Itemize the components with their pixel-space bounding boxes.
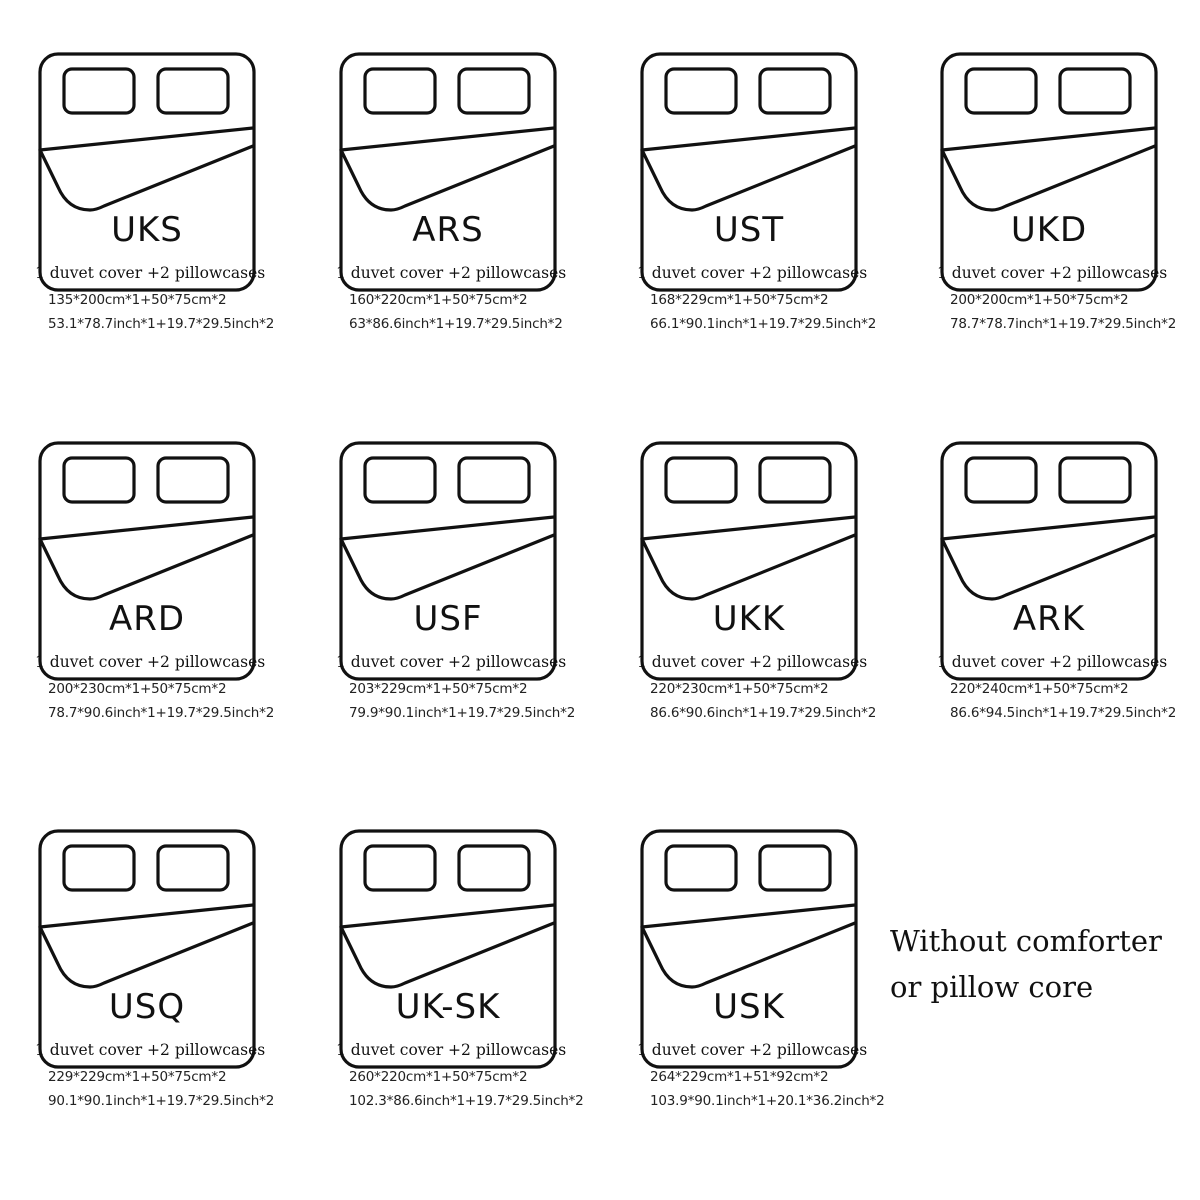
size-option-card: UST 1 duvet cover +2 pillowcases 168*229cm… bbox=[602, 0, 902, 390]
size-code-label: ARK bbox=[1012, 599, 1086, 639]
size-option-card: USQ 1 duvet cover +2 pillowcases 229*229cm… bbox=[0, 777, 300, 1167]
bed-icon: ARD bbox=[38, 441, 256, 683]
set-contents-text: 1 duvet cover +2 pillowcases bbox=[35, 264, 266, 282]
dimensions-cm-text: 220*240cm*1+50*75cm*2 bbox=[950, 681, 1129, 697]
dimensions-cm-text: 200*230cm*1+50*75cm*2 bbox=[48, 681, 227, 697]
dimensions-inch-text: 78.7*90.6inch*1+19.7*29.5inch*2 bbox=[48, 705, 275, 721]
size-code-label: ARD bbox=[108, 599, 186, 639]
dimensions-inch-text: 90.1*90.1inch*1+19.7*29.5inch*2 bbox=[48, 1093, 275, 1109]
set-contents-text: 1 duvet cover +2 pillowcases bbox=[35, 653, 266, 671]
bed-icon: UKS bbox=[38, 52, 256, 294]
dimensions-inch-text: 103.9*90.1inch*1+20.1*36.2inch*2 bbox=[650, 1093, 885, 1109]
size-option-card: UKD 1 duvet cover +2 pillowcases 200*200cm… bbox=[902, 0, 1200, 390]
dimensions-inch-text: 78.7*78.7inch*1+19.7*29.5inch*2 bbox=[950, 316, 1177, 332]
dimensions-cm-text: 264*229cm*1+51*92cm*2 bbox=[650, 1069, 829, 1085]
dimensions-cm-text: 229*229cm*1+50*75cm*2 bbox=[48, 1069, 227, 1085]
set-contents-text: 1 duvet cover +2 pillowcases bbox=[937, 264, 1168, 282]
size-option-card: ARD 1 duvet cover +2 pillowcases 200*230cm… bbox=[0, 389, 300, 779]
size-code-label: UKK bbox=[712, 599, 786, 639]
size-option-card: USF 1 duvet cover +2 pillowcases 203*229cm… bbox=[301, 389, 601, 779]
set-contents-text: 1 duvet cover +2 pillowcases bbox=[336, 264, 567, 282]
bed-icon: ARS bbox=[339, 52, 557, 294]
set-contents-text: 1 duvet cover +2 pillowcases bbox=[35, 1041, 266, 1059]
without-comforter-note: Without comforter or pillow core bbox=[890, 918, 1190, 1010]
set-contents-text: 1 duvet cover +2 pillowcases bbox=[336, 653, 567, 671]
size-code-label: UKD bbox=[1010, 210, 1088, 250]
set-contents-text: 1 duvet cover +2 pillowcases bbox=[637, 264, 868, 282]
dimensions-cm-text: 160*220cm*1+50*75cm*2 bbox=[349, 292, 528, 308]
size-option-card: UK-SK 1 duvet cover +2 pillowcases 260*220… bbox=[301, 777, 601, 1167]
size-option-card: ARK 1 duvet cover +2 pillowcases 220*240cm… bbox=[902, 389, 1200, 779]
note-line-1: Without comforter bbox=[890, 924, 1162, 958]
bed-icon: UKD bbox=[940, 52, 1158, 294]
dimensions-cm-text: 260*220cm*1+50*75cm*2 bbox=[349, 1069, 528, 1085]
size-code-label: USQ bbox=[108, 987, 186, 1027]
dimensions-cm-text: 203*229cm*1+50*75cm*2 bbox=[349, 681, 528, 697]
size-code-label: UST bbox=[713, 210, 785, 250]
size-option-card: ARS 1 duvet cover +2 pillowcases 160*220cm… bbox=[301, 0, 601, 390]
size-code-label: USF bbox=[413, 599, 483, 639]
dimensions-inch-text: 86.6*90.6inch*1+19.7*29.5inch*2 bbox=[650, 705, 877, 721]
size-code-label: UK-SK bbox=[395, 987, 501, 1027]
bed-icon: USQ bbox=[38, 829, 256, 1071]
set-contents-text: 1 duvet cover +2 pillowcases bbox=[637, 1041, 868, 1059]
bed-icon: UST bbox=[640, 52, 858, 294]
bed-icon: ARK bbox=[940, 441, 1158, 683]
size-code-label: USK bbox=[713, 987, 785, 1027]
dimensions-inch-text: 53.1*78.7inch*1+19.7*29.5inch*2 bbox=[48, 316, 275, 332]
size-option-card: USK 1 duvet cover +2 pillowcases 264*229cm… bbox=[602, 777, 902, 1167]
set-contents-text: 1 duvet cover +2 pillowcases bbox=[637, 653, 868, 671]
bed-icon: UK-SK bbox=[339, 829, 557, 1071]
dimensions-inch-text: 79.9*90.1inch*1+19.7*29.5inch*2 bbox=[349, 705, 576, 721]
bed-icon: USF bbox=[339, 441, 557, 683]
dimensions-inch-text: 86.6*94.5inch*1+19.7*29.5inch*2 bbox=[950, 705, 1177, 721]
dimensions-cm-text: 168*229cm*1+50*75cm*2 bbox=[650, 292, 829, 308]
bed-icon: UKK bbox=[640, 441, 858, 683]
note-line-2: or pillow core bbox=[890, 970, 1094, 1004]
dimensions-cm-text: 220*230cm*1+50*75cm*2 bbox=[650, 681, 829, 697]
dimensions-cm-text: 135*200cm*1+50*75cm*2 bbox=[48, 292, 227, 308]
dimensions-cm-text: 200*200cm*1+50*75cm*2 bbox=[950, 292, 1129, 308]
size-option-card: UKS 1 duvet cover +2 pillowcases 135*200cm… bbox=[0, 0, 300, 390]
dimensions-inch-text: 102.3*86.6inch*1+19.7*29.5inch*2 bbox=[349, 1093, 584, 1109]
size-code-label: ARS bbox=[412, 210, 484, 250]
set-contents-text: 1 duvet cover +2 pillowcases bbox=[937, 653, 1168, 671]
dimensions-inch-text: 66.1*90.1inch*1+19.7*29.5inch*2 bbox=[650, 316, 877, 332]
size-code-label: UKS bbox=[111, 210, 183, 250]
bed-icon: USK bbox=[640, 829, 858, 1071]
set-contents-text: 1 duvet cover +2 pillowcases bbox=[336, 1041, 567, 1059]
dimensions-inch-text: 63*86.6inch*1+19.7*29.5inch*2 bbox=[349, 316, 563, 332]
size-option-card: UKK 1 duvet cover +2 pillowcases 220*230cm… bbox=[602, 389, 902, 779]
